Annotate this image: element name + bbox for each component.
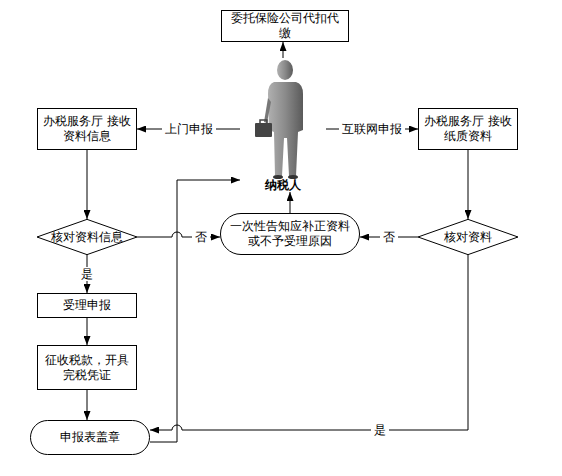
flow-arrow (150, 255, 468, 430)
node-text: 征收税款，开具 完税凭证 (38, 353, 136, 383)
edge-label: 否 (380, 230, 398, 244)
flow-arrow (87, 150, 88, 219)
taxpayer-figure: 纳税人 (240, 58, 326, 192)
edge-label: 互联网申报 (339, 122, 405, 136)
node-text: 核对资料信息 (47, 230, 127, 245)
node-text: 一次性告知应补正资料 或不予受理原因 (221, 219, 359, 249)
decision-diamond: 核对资料信息 (37, 219, 137, 255)
flow-arrow (468, 150, 469, 219)
diamond-shape (418, 219, 518, 254)
flow-arrow (283, 42, 284, 58)
briefcase-handle (260, 120, 267, 123)
flow-arrow (290, 192, 291, 213)
terminal-box: 申报表盖章 (30, 420, 150, 455)
person-body (268, 82, 303, 176)
node-text: 办税服务厅 接收资料信息 (38, 114, 136, 144)
process-box: 受理申报 (37, 293, 137, 318)
edge-label: 否 (192, 230, 210, 244)
diamond-shape (37, 219, 137, 254)
person-illustration (240, 58, 326, 192)
edge-label: 是 (78, 267, 96, 281)
process-box: 征收税款，开具 完税凭证 (37, 345, 137, 390)
flow-arrow (87, 390, 88, 420)
terminal-box: 一次性告知应补正资料 或不予受理原因 (220, 213, 360, 255)
decision-diamond: 核对资料 (418, 219, 518, 255)
node-text: 核对资料 (440, 230, 496, 245)
node-text: 受理申报 (59, 298, 115, 313)
process-box: 办税服务厅 接收资料信息 (37, 108, 137, 150)
briefcase (255, 123, 272, 137)
node-text: 委托保险公司代扣代缴 (222, 11, 348, 41)
process-box: 委托保险公司代扣代缴 (221, 10, 349, 42)
figure-caption: 纳税人 (261, 178, 305, 192)
person-head (277, 60, 293, 80)
edge-label: 是 (371, 423, 389, 437)
process-box: 办税服务厅 接收纸质资料 (418, 108, 518, 150)
flow-arrow (87, 318, 88, 345)
node-text: 办税服务厅 接收纸质资料 (419, 114, 517, 144)
node-text: 申报表盖章 (56, 430, 124, 445)
edge-label: 上门申报 (162, 122, 216, 136)
